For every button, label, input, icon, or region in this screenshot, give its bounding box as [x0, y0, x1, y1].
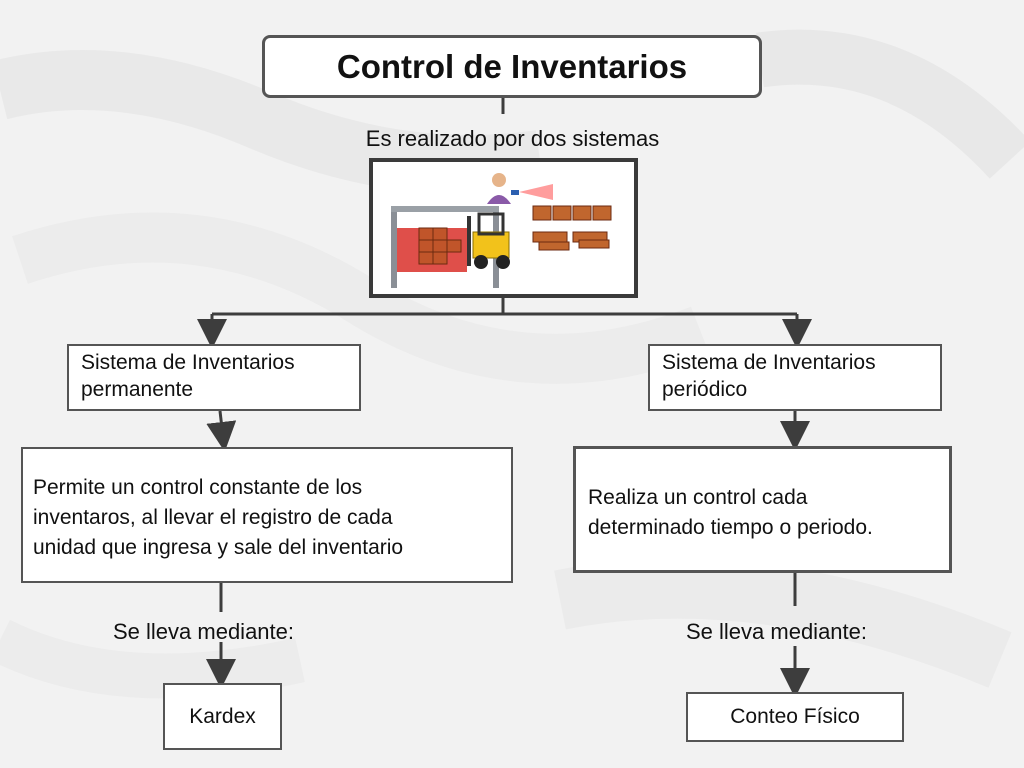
- permanent-method-label: Se lleva mediante:: [113, 619, 294, 644]
- permanent-description-line: Permite un control constante de los: [33, 476, 363, 499]
- periodic-method-label: Se lleva mediante:: [686, 619, 867, 644]
- conteo-fisico-box: Conteo Físico: [686, 692, 904, 742]
- periodic-description-line: determinado tiempo o periodo.: [588, 516, 873, 539]
- periodic-description: Realiza un control cada determinado tiem…: [573, 446, 952, 573]
- system-periodic-name-line2: periódico: [662, 378, 748, 401]
- system-periodic-name-line1: Sistema de Inventarios: [662, 351, 876, 374]
- periodic-description-line: Realiza un control cada: [588, 486, 808, 509]
- system-periodic: Sistema de Inventarios periódico: [648, 344, 942, 411]
- permanent-description: Permite un control constante de los inve…: [21, 447, 513, 583]
- system-permanent-name-line2: permanente: [81, 378, 194, 401]
- system-permanent: Sistema de Inventarios permanente: [67, 344, 361, 411]
- diagram-title: Control de Inventarios: [262, 35, 762, 98]
- system-permanent-name-line1: Sistema de Inventarios: [81, 351, 295, 374]
- forklift-icon: [391, 173, 612, 288]
- permanent-description-line: unidad que ingresa y sale del inventario: [33, 536, 404, 559]
- warehouse-illustration: [369, 158, 638, 298]
- permanent-description-line: inventaros, al llevar el registro de cad…: [33, 506, 393, 529]
- subtitle: Es realizado por dos sistemas: [365, 126, 660, 151]
- kardex-box: Kardex: [163, 683, 282, 750]
